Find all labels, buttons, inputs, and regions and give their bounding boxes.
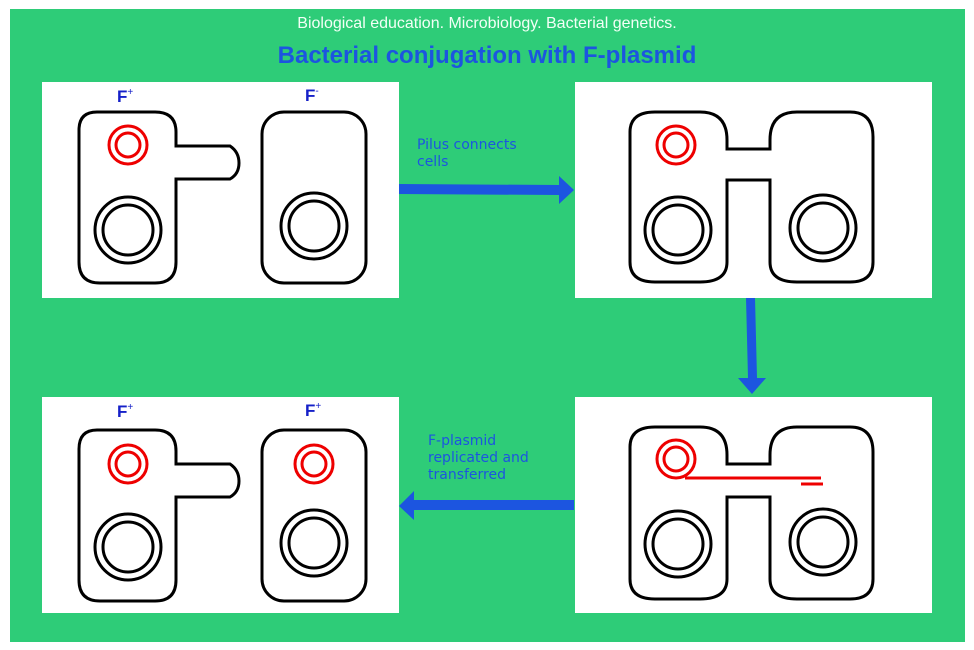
recipient-cell	[260, 110, 368, 285]
donor-cell-with-pilus	[77, 110, 241, 285]
subtitle: Biological education. Microbiology. Bact…	[297, 15, 677, 32]
step3-drawing	[628, 425, 875, 601]
label-f-plus: F+	[117, 402, 134, 421]
donor-cell-with-pilus	[77, 428, 241, 603]
panel-step3-plasmid-transfer	[575, 397, 932, 613]
caption-line: replicated and	[428, 450, 529, 466]
arrow-left-icon	[399, 491, 574, 520]
caption-line: transferred	[428, 467, 506, 483]
chromosome-icon	[788, 193, 858, 263]
new-donor-cell	[260, 428, 368, 603]
connected-cells	[628, 110, 875, 284]
caption-pilus-connects: Pilus connects cells	[417, 137, 517, 171]
step4-drawing	[77, 428, 368, 603]
caption-line: cells	[417, 154, 449, 170]
diagram-canvas: Biological education. Microbiology. Bact…	[10, 9, 965, 642]
f-plasmid-icon	[107, 443, 149, 485]
panel-step4-both-donors: F+ F+	[42, 397, 399, 613]
chromosome-icon	[279, 508, 349, 578]
step1-drawing	[77, 110, 368, 285]
chromosome-icon	[93, 195, 163, 265]
panel-step2-connected-cells	[575, 82, 932, 298]
label-f-minus: F-	[305, 86, 319, 105]
chromosome-icon	[93, 512, 163, 582]
arrows-layer	[399, 176, 766, 520]
panel-step1-separate-cells: F+ F-	[42, 82, 399, 298]
step2-drawing	[628, 110, 875, 284]
caption-plasmid-transferred: F-plasmid replicated and transferred	[428, 433, 529, 484]
connected-cells	[628, 425, 875, 601]
arrow-right-icon	[399, 176, 574, 204]
f-plasmid-icon	[655, 124, 697, 166]
caption-line: Pilus connects	[417, 137, 517, 153]
label-f-plus: F+	[305, 401, 322, 420]
caption-line: F-plasmid	[428, 433, 497, 449]
f-plasmid-icon	[655, 438, 697, 480]
chromosome-icon	[643, 509, 713, 579]
chromosome-icon	[788, 507, 858, 577]
label-f-plus: F+	[117, 87, 134, 106]
chromosome-icon	[643, 195, 713, 265]
arrow-down-icon	[738, 298, 766, 394]
diagram-title: Bacterial conjugation with F-plasmid	[277, 42, 697, 69]
chromosome-icon	[279, 191, 349, 261]
f-plasmid-icon	[107, 124, 149, 166]
f-plasmid-icon	[293, 443, 335, 485]
